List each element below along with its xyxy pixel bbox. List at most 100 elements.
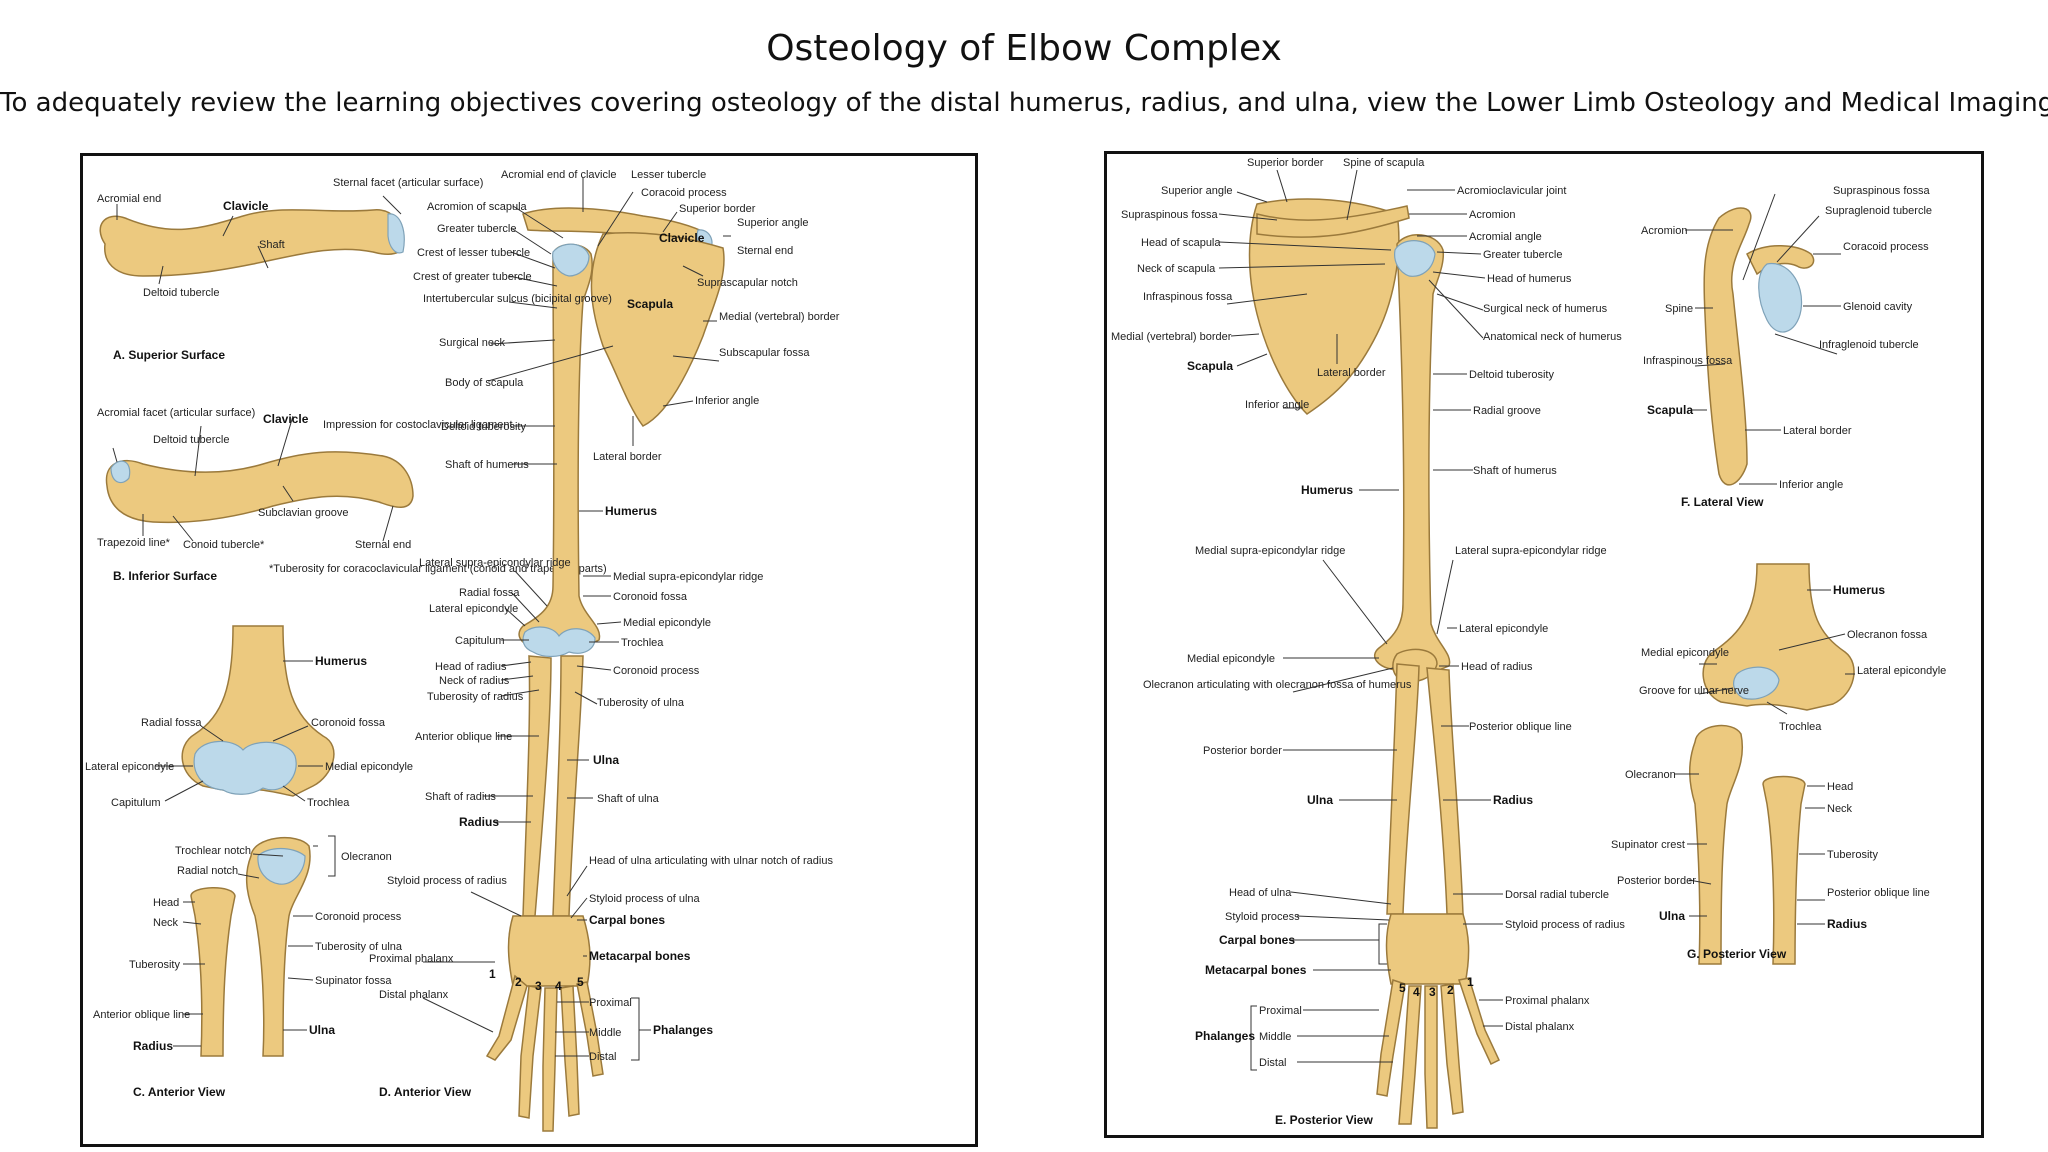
label-lateral-border-e: Lateral border bbox=[1317, 367, 1386, 379]
label-lateral-supra-e: Lateral supra-epicondylar ridge bbox=[1455, 545, 1607, 557]
label-surgical-neck-e: Surgical neck of humerus bbox=[1483, 303, 1608, 315]
label-scapula-f: Scapula bbox=[1647, 403, 1693, 417]
label-lateral-supra-d: Lateral supra-epicondylar ridge bbox=[419, 557, 571, 569]
label-acromial-facet: Acromial facet (articular surface) bbox=[97, 407, 255, 419]
label-anatomical-neck-e: Anatomical neck of humerus bbox=[1483, 331, 1622, 343]
label-posterior-oblique-e: Posterior oblique line bbox=[1469, 721, 1572, 733]
label-humerus-d: Humerus bbox=[605, 504, 657, 518]
digit-5-d: 5 bbox=[577, 975, 584, 989]
label-trochlea-d: Trochlea bbox=[621, 637, 664, 649]
label-olecranon-art-e: Olecranon articulating with olecranon fo… bbox=[1143, 679, 1412, 691]
label-intertubercular-d: Intertubercular sulcus (bicipital groove… bbox=[423, 293, 612, 305]
label-posterior-border-e: Posterior border bbox=[1203, 745, 1282, 757]
elbow-cart-d bbox=[522, 626, 596, 658]
caption-g: G. Posterior View bbox=[1687, 947, 1787, 961]
label-medial-epicondyle-c: Medial epicondyle bbox=[325, 761, 413, 773]
label-neck-g: Neck bbox=[1827, 803, 1853, 815]
label-greater-tubercle-e: Greater tubercle bbox=[1483, 249, 1562, 261]
label-radius-d: Radius bbox=[459, 815, 499, 829]
label-coronoid-process-c: Coronoid process bbox=[315, 911, 402, 923]
digit-2-e: 2 bbox=[1447, 983, 1454, 997]
label-radius-e: Radius bbox=[1493, 793, 1533, 807]
label-superior-angle-d: Superior angle bbox=[737, 217, 809, 229]
label-deltoid-tuberosity-d: Deltoid tuberosity bbox=[441, 421, 526, 433]
label-ulna-d: Ulna bbox=[593, 753, 619, 767]
label-acromion-e: Acromion bbox=[1469, 209, 1515, 221]
label-styloid-radius-e: Styloid process of radius bbox=[1505, 919, 1625, 931]
label-acromial-end-clavicle-d: Acromial end of clavicle bbox=[501, 169, 617, 181]
label-coronoid-fossa-d: Coronoid fossa bbox=[613, 591, 688, 603]
clavicle-superior-figure: Acromial end Clavicle Shaft Deltoid tube… bbox=[97, 177, 483, 362]
fingers-d bbox=[485, 974, 604, 1132]
clavicle-inferior-figure: Acromial facet (articular surface) Delto… bbox=[97, 407, 607, 583]
right-figure-panel: 5 4 3 2 1 Superior border Spine of scapu… bbox=[1104, 151, 1984, 1138]
left-figure-panel: Acromial end Clavicle Shaft Deltoid tube… bbox=[80, 153, 978, 1147]
label-shaft-humerus-e: Shaft of humerus bbox=[1473, 465, 1557, 477]
label-anterior-oblique-d: Anterior oblique line bbox=[415, 731, 512, 743]
label-neck-scapula-e: Neck of scapula bbox=[1137, 263, 1216, 275]
label-posterior-oblique-g: Posterior oblique line bbox=[1827, 887, 1930, 899]
label-capitulum-c: Capitulum bbox=[111, 797, 161, 809]
label-head-radius-d: Head of radius bbox=[435, 661, 507, 673]
caption-c: C. Anterior View bbox=[133, 1085, 226, 1099]
label-ulna-g: Ulna bbox=[1659, 909, 1685, 923]
label-acromion-d: Acromion of scapula bbox=[427, 201, 528, 213]
olecranon-cart-c bbox=[257, 847, 306, 885]
digit-5-e: 5 bbox=[1399, 981, 1406, 995]
label-tuberosity-g: Tuberosity bbox=[1827, 849, 1878, 861]
ulna-d bbox=[552, 655, 584, 917]
label-lateral-border-d: Lateral border bbox=[593, 451, 662, 463]
label-head-ulna-d: Head of ulna articulating with ulnar not… bbox=[589, 855, 833, 867]
label-radial-fossa-d: Radial fossa bbox=[459, 587, 520, 599]
digit-2-d: 2 bbox=[515, 975, 522, 989]
scapula-d bbox=[590, 232, 725, 427]
label-neck-c: Neck bbox=[153, 917, 179, 929]
label-carpal-bones-d: Carpal bones bbox=[589, 913, 665, 927]
label-trapezoid-line: Trapezoid line* bbox=[97, 537, 171, 549]
upper-limb-posterior-figure: 5 4 3 2 1 Superior border Spine of scapu… bbox=[1111, 157, 1625, 1129]
label-acromial-end: Acromial end bbox=[97, 193, 161, 205]
label-distal-phalanx-d: Distal phalanx bbox=[379, 989, 449, 1001]
digit-4-e: 4 bbox=[1413, 985, 1420, 999]
label-lateral-epicondyle-g: Lateral epicondyle bbox=[1857, 665, 1946, 677]
clavicle-superior-bone bbox=[99, 209, 404, 277]
label-supraspinous-e: Supraspinous fossa bbox=[1121, 209, 1218, 221]
label-supraspinous-f: Supraspinous fossa bbox=[1833, 185, 1930, 197]
page-title: Osteology of Elbow Complex bbox=[766, 28, 1282, 69]
label-head-scapula-e: Head of scapula bbox=[1141, 237, 1221, 249]
label-coronoid-fossa-c: Coronoid fossa bbox=[311, 717, 386, 729]
caption-f: F. Lateral View bbox=[1681, 495, 1764, 509]
acromial-facet-inferior bbox=[110, 460, 131, 484]
right-figure-svg: 5 4 3 2 1 Superior border Spine of scapu… bbox=[1111, 157, 1946, 1129]
label-inferior-angle-e: Inferior angle bbox=[1245, 399, 1309, 411]
clavicle-inferior-bone bbox=[105, 451, 414, 524]
label-impression: Impression for costoclavicular ligament bbox=[323, 419, 513, 431]
label-supraglenoid-f: Supraglenoid tubercle bbox=[1825, 205, 1932, 217]
label-inferior-angle-f: Inferior angle bbox=[1779, 479, 1843, 491]
radius-d bbox=[522, 655, 552, 917]
label-head-g: Head bbox=[1827, 781, 1853, 793]
label-radial-groove-e: Radial groove bbox=[1473, 405, 1541, 417]
label-glenoid-f: Glenoid cavity bbox=[1843, 301, 1913, 313]
label-acromial-angle-e: Acromial angle bbox=[1469, 231, 1542, 243]
digit-1-d: 1 bbox=[489, 967, 496, 981]
label-spine-scapula-e: Spine of scapula bbox=[1343, 157, 1425, 169]
radius-e bbox=[1426, 667, 1464, 915]
label-deltoid-tuberosity-e: Deltoid tuberosity bbox=[1469, 369, 1554, 381]
scapula-lateral-figure: Supraspinous fossa Supraglenoid tubercle… bbox=[1641, 185, 1932, 509]
label-crest-greater-d: Crest of greater tubercle bbox=[413, 271, 532, 283]
label-superior-border-d: Superior border bbox=[679, 203, 756, 215]
label-ulna-e: Ulna bbox=[1307, 793, 1333, 807]
label-lateral-epicondyle-d: Lateral epicondyle bbox=[429, 603, 518, 615]
label-supinator-crest-g: Supinator crest bbox=[1611, 839, 1685, 851]
label-proximal-phalanx-d: Proximal phalanx bbox=[369, 953, 454, 965]
label-trochlear-notch-c: Trochlear notch bbox=[175, 845, 251, 857]
label-acromion-f: Acromion bbox=[1641, 225, 1687, 237]
label-superior-border-e: Superior border bbox=[1247, 157, 1324, 169]
label-conoid-tubercle: Conoid tubercle* bbox=[183, 539, 265, 551]
label-styloid-ulna-d: Styloid process of ulna bbox=[589, 893, 701, 905]
label-groove-ulnar-g: Groove for ulnar nerve bbox=[1639, 685, 1749, 697]
label-phalanges-d: Phalanges bbox=[653, 1023, 713, 1037]
label-lateral-epicondyle-c: Lateral epicondyle bbox=[85, 761, 174, 773]
label-body-scapula-d: Body of scapula bbox=[445, 377, 524, 389]
